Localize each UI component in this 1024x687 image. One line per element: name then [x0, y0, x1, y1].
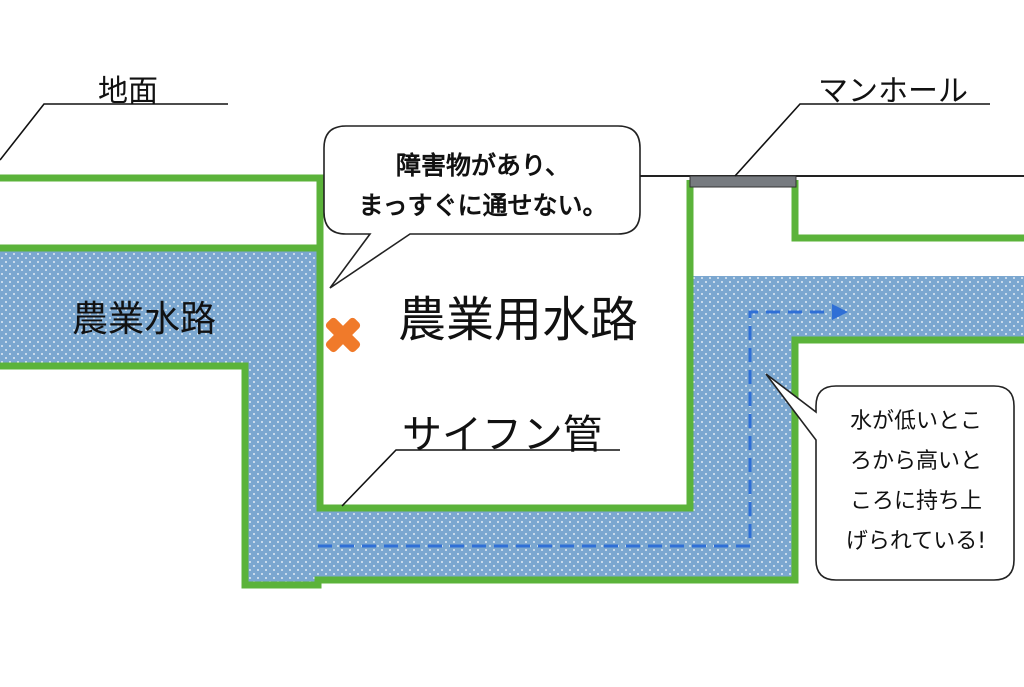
farm-channel-center-label: 農業用水路 — [398, 292, 639, 348]
manhole-label: マンホール — [818, 74, 968, 109]
manhole-leader — [734, 103, 990, 177]
siphon-pipe-label: サイフン管 — [402, 412, 603, 458]
lift-line-2: ろから高いと — [849, 449, 982, 474]
obstacle-line-2: まっすぐに通せない。 — [358, 191, 608, 220]
obstacle-callout-text: 障害物があり、 まっすぐに通せない。 — [326, 146, 640, 226]
wall-left-upper — [0, 174, 694, 512]
farm-channel-label: 農業水路 — [72, 299, 217, 340]
lift-line-1: 水が低いとこ — [849, 409, 982, 434]
lift-callout-text: 水が低いとこ ろから高いと ころに持ち上 げられている! — [818, 402, 1014, 562]
ground-leader — [0, 103, 228, 161]
cross-icon — [325, 317, 361, 353]
lift-bubble — [765, 373, 1015, 581]
water-channel — [0, 248, 1024, 585]
wall-right-upper — [791, 180, 1024, 242]
lift-line-4: げられている! — [845, 529, 987, 554]
siphon-leader — [341, 449, 620, 507]
flow-arrowhead — [832, 304, 848, 320]
wall-left-lower — [0, 336, 1024, 589]
dashed-arrow-icon — [318, 310, 832, 548]
manhole-cover — [689, 175, 797, 188]
lift-line-3: ころに持ち上 — [849, 489, 982, 514]
obstacle-bubble — [323, 125, 641, 289]
ground-label: 地面 — [98, 74, 158, 109]
channel-walls — [0, 174, 1024, 589]
obstacle-line-1: 障害物があり、 — [395, 151, 570, 180]
